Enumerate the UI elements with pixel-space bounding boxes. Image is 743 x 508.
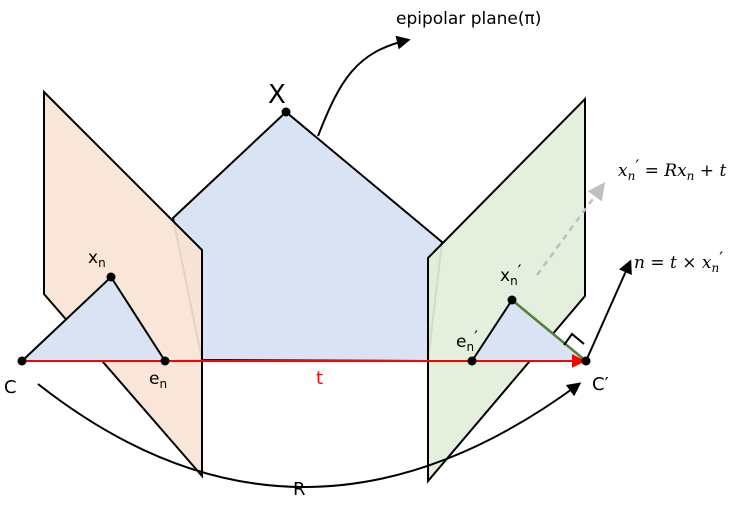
label-e-n: en (149, 369, 167, 391)
transform-dashed-arrow (535, 182, 606, 276)
point-x-n-prime (507, 295, 517, 305)
right-image-plane (427, 96, 586, 484)
point-e-n-prime (467, 356, 477, 366)
epipolar-plane (171, 110, 444, 363)
label-t: t (316, 368, 323, 389)
left-image-plane (43, 89, 203, 479)
label-x-n: xn (88, 248, 106, 270)
normal-vector-arrow (585, 259, 632, 362)
point-e-n (160, 356, 170, 366)
label-x-n-prime: xn′ (500, 262, 522, 288)
equation-normal: n = t × xn′ (634, 249, 723, 275)
label-X: X (268, 80, 286, 110)
equation-transform: xn′ = Rxn + t (618, 157, 726, 183)
right-angle-mark (563, 332, 585, 346)
point-C (17, 356, 27, 366)
green-ray-segment (511, 299, 587, 362)
label-R: R (293, 479, 306, 500)
label-C: C (4, 377, 17, 398)
point-x-n (106, 272, 116, 282)
label-epipolar-plane: epipolar plane(π) (396, 9, 541, 29)
rotation-arc-R (37, 382, 582, 488)
label-e-n-prime: en′ (456, 328, 478, 354)
label-C-prime: C′ (592, 374, 609, 395)
point-C-prime (581, 356, 591, 366)
point-X (281, 107, 291, 117)
epipolar-label-arrow (317, 35, 411, 137)
